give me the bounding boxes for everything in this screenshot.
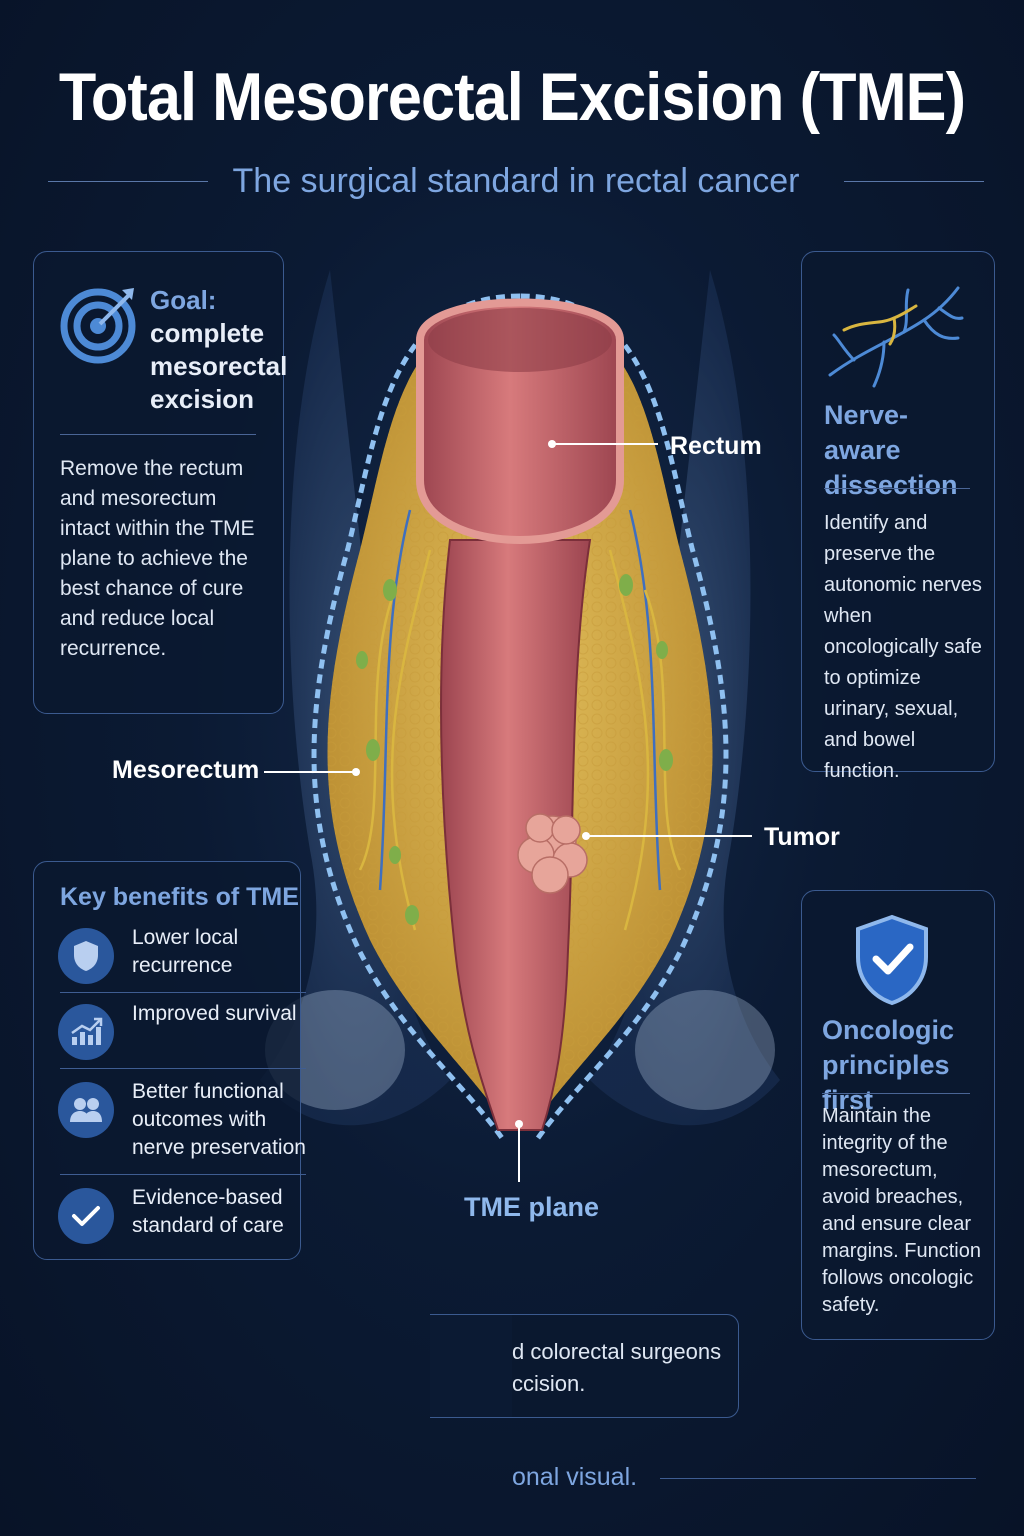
mesorectum-pointer-dot bbox=[352, 768, 360, 776]
tme-plane-leader bbox=[518, 1124, 520, 1182]
benefits-card: Key benefits of TME Lower local recurren… bbox=[33, 861, 306, 1260]
tumor-mass bbox=[517, 813, 588, 894]
goal-divider bbox=[60, 434, 256, 435]
subtitle-rule-right bbox=[844, 181, 984, 182]
rectum-tube bbox=[439, 539, 592, 1131]
lymph-nodes bbox=[356, 574, 673, 925]
benefit-label: Improved survival bbox=[132, 1002, 297, 1025]
bottom-note-card: d colorectal surgeons ccision. bbox=[430, 1314, 739, 1418]
chart-up-icon bbox=[58, 1004, 114, 1060]
bottom-note-line2: ccision. bbox=[512, 1371, 586, 1396]
rectum-leader bbox=[552, 443, 658, 445]
tumor-leader bbox=[586, 835, 752, 837]
benefit-label: Better functional outcomes with nerve pr… bbox=[132, 1080, 306, 1159]
goal-body: Remove the rectum and mesorectum intact … bbox=[60, 457, 255, 660]
people-icon bbox=[58, 1082, 114, 1138]
benefit-item: Lower local recurrence bbox=[58, 920, 302, 992]
tme-anatomy-diagram bbox=[260, 270, 780, 1140]
nerve-body: Identify and preserve the autonomic nerv… bbox=[824, 512, 982, 782]
footer-text: onal visual. bbox=[512, 1463, 638, 1491]
tumor-label: Tumor bbox=[764, 823, 840, 851]
check-icon bbox=[58, 1188, 114, 1244]
benefit-item: Evidence-based standard of care bbox=[58, 1180, 302, 1252]
tme-plane-label: TME plane bbox=[464, 1192, 600, 1222]
goal-card: Goal: complete mesorectal excision Remov… bbox=[33, 251, 288, 714]
bottom-note-mask bbox=[430, 1315, 512, 1417]
benefits-title: Key benefits of TME bbox=[60, 883, 299, 911]
benefit-label: Lower local recurrence bbox=[132, 926, 239, 977]
oncologic-body: Maintain the integrity of the mesorectum… bbox=[822, 1105, 981, 1316]
shield-check-icon bbox=[856, 914, 928, 1006]
benefit-separator bbox=[60, 992, 306, 993]
nerve-icon bbox=[828, 286, 964, 388]
benefit-separator bbox=[60, 1068, 306, 1069]
footer-rule bbox=[660, 1478, 976, 1479]
hip-right bbox=[635, 990, 775, 1110]
nerve-title: Nerve-aware dissection bbox=[824, 400, 958, 500]
subtitle-row: The surgical standard in rectal cancer bbox=[48, 160, 984, 204]
nerve-card: Nerve-aware dissection Identify and pres… bbox=[801, 251, 995, 782]
bottom-note-line1: d colorectal surgeons bbox=[512, 1339, 722, 1364]
benefit-item: Better functional outcomes with nerve pr… bbox=[58, 1074, 306, 1164]
oncologic-card: Oncologic principles first Maintain the … bbox=[801, 890, 995, 1340]
benefit-separator bbox=[60, 1174, 306, 1175]
oncologic-divider bbox=[822, 1093, 970, 1094]
goal-heading: Goal: complete mesorectal excision bbox=[150, 284, 288, 416]
nerve-divider bbox=[824, 488, 970, 489]
benefit-item: Improved survival bbox=[58, 996, 302, 1068]
page-title: Total Mesorectal Excision (TME) bbox=[58, 59, 966, 135]
goal-label: Goal: bbox=[150, 285, 217, 315]
mesorectum-label: Mesorectum bbox=[112, 756, 260, 784]
shield-icon bbox=[58, 928, 114, 984]
oncologic-title: Oncologic principles first bbox=[822, 1015, 955, 1115]
mesorectum-leader bbox=[264, 771, 356, 773]
page-subtitle: The surgical standard in rectal cancer bbox=[232, 162, 800, 200]
benefit-label: Evidence-based standard of care bbox=[132, 1186, 284, 1237]
rectum-label: Rectum bbox=[670, 432, 762, 460]
subtitle-rule-left bbox=[48, 181, 208, 182]
goal-heading-text: complete mesorectal excision bbox=[150, 318, 288, 414]
target-icon bbox=[60, 288, 136, 364]
